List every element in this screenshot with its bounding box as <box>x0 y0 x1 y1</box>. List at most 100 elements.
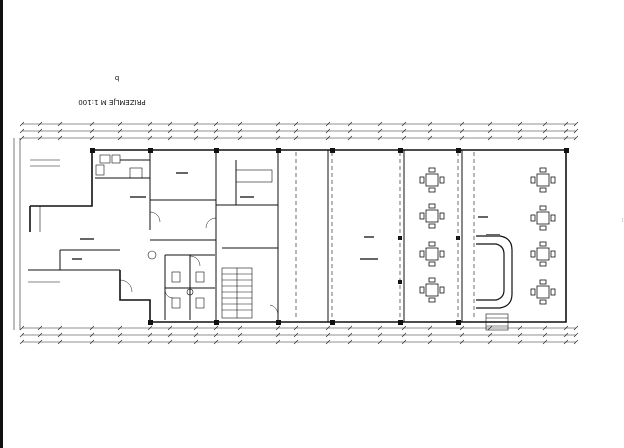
top-dimension-lines <box>22 123 576 139</box>
dimension-tick <box>573 128 579 134</box>
dimension-tick <box>193 135 199 141</box>
dimension-tick <box>563 128 569 134</box>
dimension-tick <box>147 135 153 141</box>
dimension-tick <box>563 135 569 141</box>
staircase <box>221 267 253 319</box>
dimension-tick <box>377 325 383 331</box>
dimension-tick <box>401 135 407 141</box>
dimension-tick <box>459 332 465 338</box>
dimension-tick <box>89 325 95 331</box>
dimension-tick <box>427 325 433 331</box>
dimension-tick <box>89 332 95 338</box>
dimension-tick <box>517 128 523 134</box>
dimension-tick <box>19 332 25 338</box>
dimension-tick <box>57 325 63 331</box>
dimension-tick <box>542 325 548 331</box>
dimension-tick <box>487 128 493 134</box>
dimension-tick <box>347 135 353 141</box>
dimension-tick <box>167 121 173 127</box>
dimension-tick <box>193 128 199 134</box>
dimension-tick <box>293 128 299 134</box>
dimension-tick <box>19 121 25 127</box>
dimension-tick <box>427 339 433 345</box>
dimension-tick <box>401 121 407 127</box>
dimension-tick <box>347 128 353 134</box>
dimension-tick <box>573 325 579 331</box>
dimension-tick <box>542 332 548 338</box>
dimension-tick <box>563 332 569 338</box>
dimension-tick <box>377 121 383 127</box>
interior-walls <box>28 150 279 322</box>
dimension-tick <box>167 128 173 134</box>
table-set <box>530 241 556 267</box>
dimension-tick <box>193 339 199 345</box>
dimension-tick <box>193 325 199 331</box>
dimension-tick <box>237 135 243 141</box>
dimension-tick <box>401 332 407 338</box>
drawing-title: PRIZEMLJE M 1:100 <box>78 98 145 106</box>
dimension-tick <box>117 325 123 331</box>
dimension-tick <box>19 325 25 331</box>
bottom-dimension-ticks <box>19 325 579 345</box>
dimension-tick <box>325 128 331 134</box>
dimension-tick <box>377 128 383 134</box>
table-set <box>419 167 445 193</box>
dimension-tick <box>275 325 281 331</box>
dimension-tick <box>459 339 465 345</box>
dimension-tick <box>293 135 299 141</box>
dimension-tick <box>37 135 43 141</box>
dimension-tick <box>325 135 331 141</box>
dimension-tick <box>487 332 493 338</box>
door-swings <box>119 211 279 316</box>
dimension-tick <box>459 128 465 134</box>
dimension-tick <box>325 121 331 127</box>
dimension-tick <box>293 339 299 345</box>
dimension-tick <box>487 325 493 331</box>
dimension-tick <box>573 332 579 338</box>
dimension-tick <box>517 339 523 345</box>
dimension-tick <box>19 128 25 134</box>
dimension-tick <box>37 121 43 127</box>
dimension-tick <box>37 332 43 338</box>
dimension-tick <box>117 339 123 345</box>
dimension-tick <box>517 325 523 331</box>
dimension-tick <box>89 339 95 345</box>
dimension-tick <box>167 332 173 338</box>
dimension-tick <box>37 128 43 134</box>
dimension-tick <box>377 332 383 338</box>
dimension-tick <box>542 339 548 345</box>
dimension-tick <box>573 135 579 141</box>
dimension-tick <box>213 135 219 141</box>
dimension-tick <box>213 121 219 127</box>
dimension-tick <box>275 339 281 345</box>
dimension-tick <box>213 339 219 345</box>
dimension-tick <box>19 339 25 345</box>
dimension-tick <box>347 339 353 345</box>
dimension-tick <box>57 135 63 141</box>
dimension-tick <box>347 325 353 331</box>
left-entry <box>28 159 60 283</box>
hall-solid-lines <box>327 150 463 322</box>
dimension-tick <box>37 339 43 345</box>
dimension-tick <box>427 332 433 338</box>
dimension-tick <box>542 135 548 141</box>
dimension-tick <box>377 339 383 345</box>
dimension-tick <box>167 135 173 141</box>
dimension-tick <box>325 339 331 345</box>
dimension-tick <box>427 121 433 127</box>
dimension-tick <box>275 128 281 134</box>
dimension-tick <box>563 121 569 127</box>
dimension-tick <box>117 332 123 338</box>
dimension-tick <box>167 325 173 331</box>
dimension-tick <box>275 332 281 338</box>
top-dimension-ticks <box>19 121 579 141</box>
dimension-tick <box>459 135 465 141</box>
dimension-tick <box>517 135 523 141</box>
left-dimension-lines <box>13 138 21 330</box>
dimension-tick <box>401 339 407 345</box>
table-set <box>419 203 445 229</box>
annotation-marks <box>72 172 500 260</box>
dimension-tick <box>573 121 579 127</box>
dimension-tick <box>193 121 199 127</box>
